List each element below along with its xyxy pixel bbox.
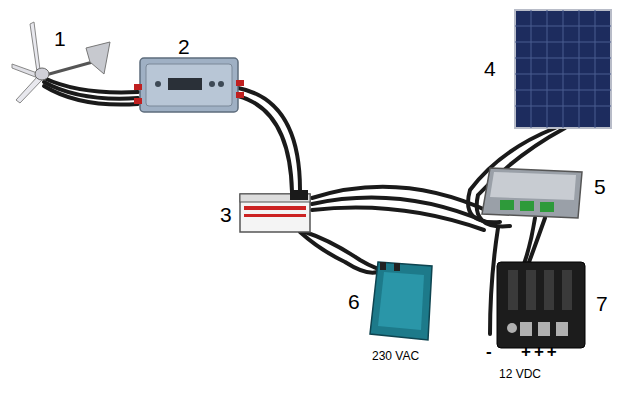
callout-number: 4 <box>484 58 496 79</box>
voltage-label: 230 VAC <box>372 350 419 362</box>
terminal-sign: +++ <box>521 343 560 360</box>
callout-number: 7 <box>596 293 608 314</box>
callout-number: 1 <box>54 28 66 49</box>
voltage-label: 12 VDC <box>499 368 541 380</box>
callout-number: 6 <box>348 291 360 312</box>
terminal-sign: - <box>486 343 492 360</box>
callout-number: 5 <box>594 176 606 197</box>
callout-number: 3 <box>220 204 232 225</box>
callout-number: 2 <box>178 36 190 57</box>
